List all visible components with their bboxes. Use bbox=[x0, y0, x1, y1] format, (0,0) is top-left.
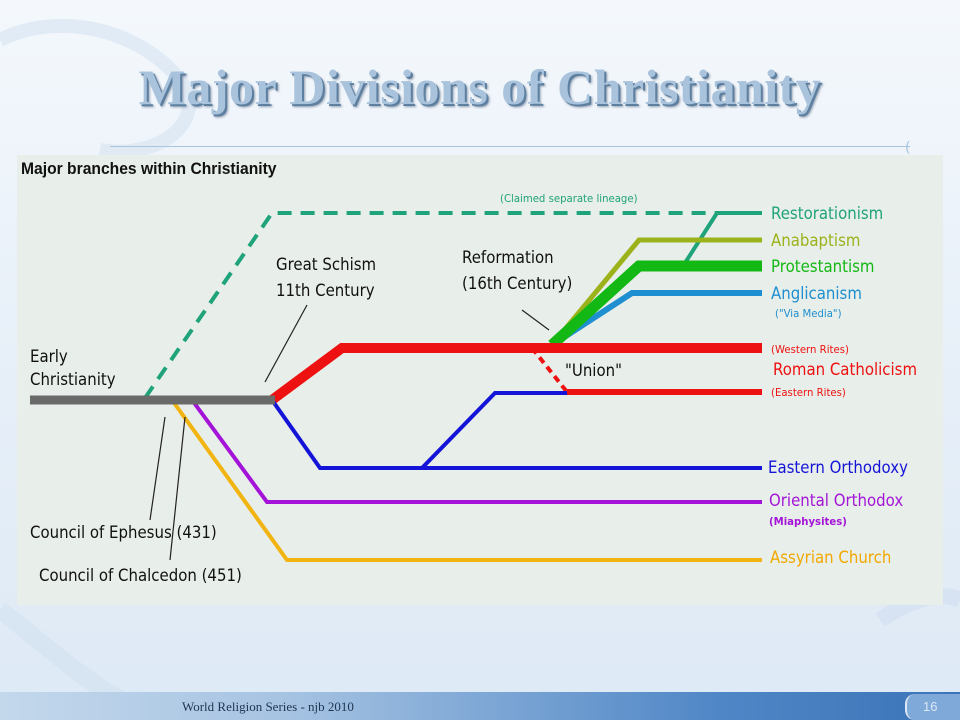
page-number-badge bbox=[905, 694, 960, 720]
title-divider bbox=[110, 146, 910, 147]
western-rites-line bbox=[269, 343, 762, 405]
restorationism-label: Restorationism bbox=[771, 204, 884, 224]
oriental-orthodox-note: (Miaphysites) bbox=[769, 515, 847, 528]
restorationism-lineage-dashed-line bbox=[143, 211, 717, 400]
diagram-heading: Major branches within Christianity bbox=[21, 159, 277, 178]
footer-bar bbox=[0, 692, 960, 720]
divider-cap: ( bbox=[905, 140, 911, 156]
protestantism-label: Protestantism bbox=[771, 257, 875, 277]
eastern-orthodoxy-line bbox=[270, 391, 762, 470]
union-dashed-line bbox=[530, 346, 569, 394]
union-label: "Union" bbox=[565, 361, 622, 381]
page-number: 16 bbox=[923, 699, 938, 714]
early-christianity-label-line1: Early bbox=[30, 347, 68, 367]
protestantism-line bbox=[548, 260, 762, 350]
reformation-label-line1: Reformation bbox=[462, 248, 554, 268]
roman-catholicism-label: Roman Catholicism bbox=[773, 360, 918, 380]
schism-pointer-line bbox=[264, 304, 308, 383]
assyrian-church-label: Assyrian Church bbox=[770, 548, 892, 568]
ephesus-pointer-line bbox=[149, 416, 166, 521]
great-schism-label-line2: 11th Century bbox=[276, 281, 375, 301]
early-christianity-label-line2: Christianity bbox=[30, 370, 116, 390]
assyrian-church-line bbox=[170, 398, 762, 562]
eastern-rites-label: (Eastern Rites) bbox=[771, 386, 846, 399]
anglicanism-label: Anglicanism bbox=[771, 284, 862, 304]
oriental-orthodox-label: Oriental Orthodox bbox=[769, 491, 904, 511]
reformation-pointer-line bbox=[521, 309, 550, 331]
footer-text: World Religion Series - njb 2010 bbox=[182, 699, 354, 714]
branches-diagram-svg bbox=[30, 211, 762, 562]
branches-diagram: Major branches within Christianity (Clai… bbox=[17, 155, 943, 605]
western-rites-label: (Western Rites) bbox=[771, 343, 849, 356]
claimed-lineage-label: (Claimed separate lineage) bbox=[500, 192, 638, 205]
eastern-orthodoxy-label: Eastern Orthodoxy bbox=[768, 458, 908, 478]
great-schism-label-line1: Great Schism bbox=[276, 255, 377, 275]
council-of-ephesus-label: Council of Ephesus (431) bbox=[30, 523, 217, 543]
anabaptism-label: Anabaptism bbox=[771, 231, 861, 251]
anabaptism-line bbox=[550, 237, 762, 347]
oriental-orthodox-line bbox=[190, 398, 762, 504]
anglicanism-note: ("Via Media") bbox=[775, 307, 842, 320]
reformation-label-line2: (16th Century) bbox=[462, 274, 573, 294]
slide-title: Major Divisions of Christianity bbox=[138, 59, 822, 115]
council-of-chalcedon-label: Council of Chalcedon (451) bbox=[39, 566, 242, 586]
chalcedon-pointer-line bbox=[169, 416, 186, 561]
